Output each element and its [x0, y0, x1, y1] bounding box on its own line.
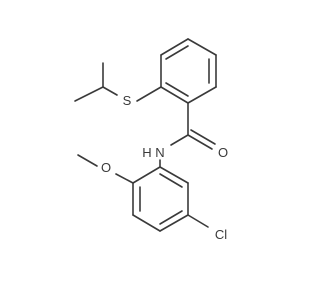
bond-ring1-e	[187, 86, 217, 104]
bond-ring1-b-inner	[165, 45, 189, 60]
bond-ring2-d-inner	[159, 210, 183, 225]
bond-ring2-a	[132, 166, 161, 184]
bond-ring2-f	[159, 166, 189, 184]
sulfur-label: S	[123, 93, 132, 108]
bond-layer	[74, 38, 217, 232]
methoxy-oxygen-label: O	[101, 160, 111, 175]
molecule-diagram: S H N O O Cl	[74, 38, 228, 242]
atom-label-layer: S H N O O Cl	[101, 93, 228, 242]
bond-ring-to-methoxy-oxygen	[115, 173, 134, 184]
bond-ring-to-chlorine	[187, 214, 209, 228]
bond-carbonyl-double-1	[187, 134, 213, 150]
bond-ring1-b	[160, 38, 189, 56]
amide-nitrogen-label: N	[155, 145, 164, 160]
bond-sulfur-to-ring	[136, 86, 162, 102]
bond-carbonyl-to-nitrogen	[170, 134, 189, 146]
bond-ring1-f-inner	[165, 82, 189, 97]
bond-isopropyl-to-sulfur	[102, 86, 118, 96]
bond-methoxy-oxygen-to-methyl	[77, 154, 98, 167]
chlorine-label: Cl	[215, 227, 227, 242]
bond-ring1-c	[187, 38, 217, 56]
amide-hydrogen-label: H	[142, 145, 151, 160]
structure-canvas: S H N O O Cl	[74, 38, 229, 242]
bond-ring1-f	[160, 86, 189, 104]
bond-ring2-c	[132, 214, 161, 232]
bond-carbonyl-double-2	[190, 129, 216, 145]
bond-ring2-d	[159, 214, 189, 232]
carbonyl-oxygen-label: O	[218, 145, 228, 160]
bond-isopropyl-left	[74, 86, 104, 102]
bond-ring2-f-inner	[159, 173, 183, 188]
